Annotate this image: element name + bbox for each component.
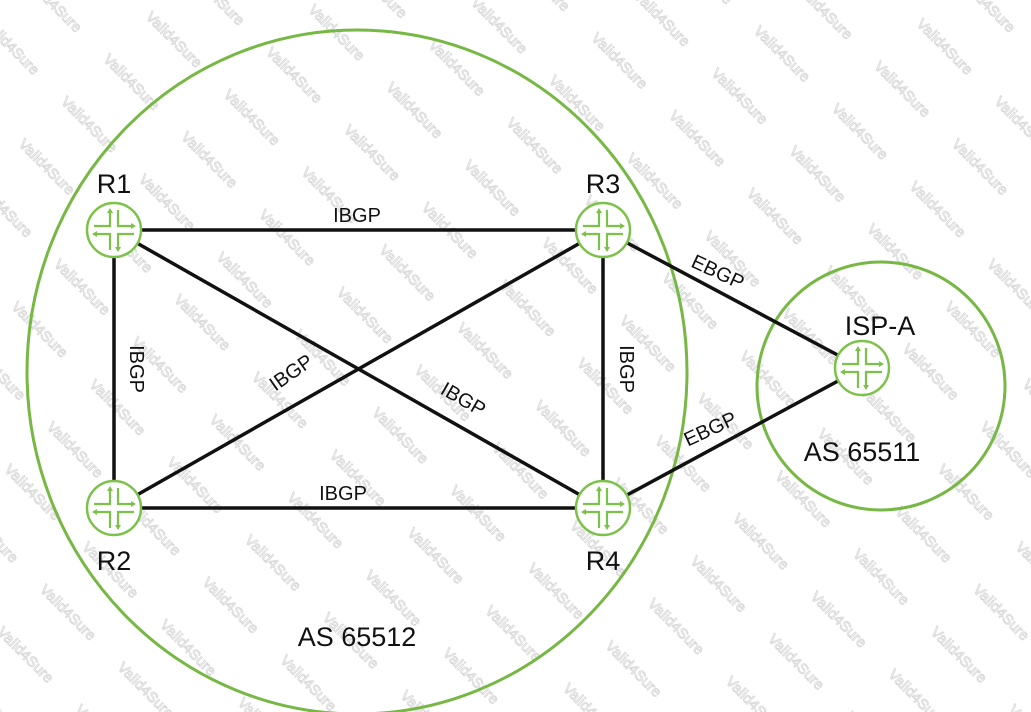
router-label: R1 xyxy=(97,169,132,199)
as-65512-boundary xyxy=(25,28,689,712)
link-label: IBGP xyxy=(333,205,381,227)
router-icon xyxy=(85,479,143,537)
router-label: R2 xyxy=(97,546,132,576)
link-R3-ISP-A xyxy=(602,228,863,370)
link-R4-ISP-A xyxy=(602,366,863,510)
link-label: IBGP xyxy=(319,483,367,505)
router-label: R4 xyxy=(586,546,621,576)
link-R1-R4 xyxy=(113,228,604,510)
router-icon xyxy=(574,479,632,537)
link-label: IBGP xyxy=(615,345,637,393)
router-label: R3 xyxy=(586,169,621,199)
as-65512-label: AS 65512 xyxy=(298,622,417,652)
router-icon xyxy=(574,201,632,259)
as-65511-label: AS 65511 xyxy=(804,437,921,467)
as-65511-boundary xyxy=(755,260,1007,512)
link-label: IBGP xyxy=(125,345,147,393)
router-label: ISP-A xyxy=(845,311,916,341)
router-icon xyxy=(85,201,143,259)
router-icon xyxy=(833,339,891,397)
